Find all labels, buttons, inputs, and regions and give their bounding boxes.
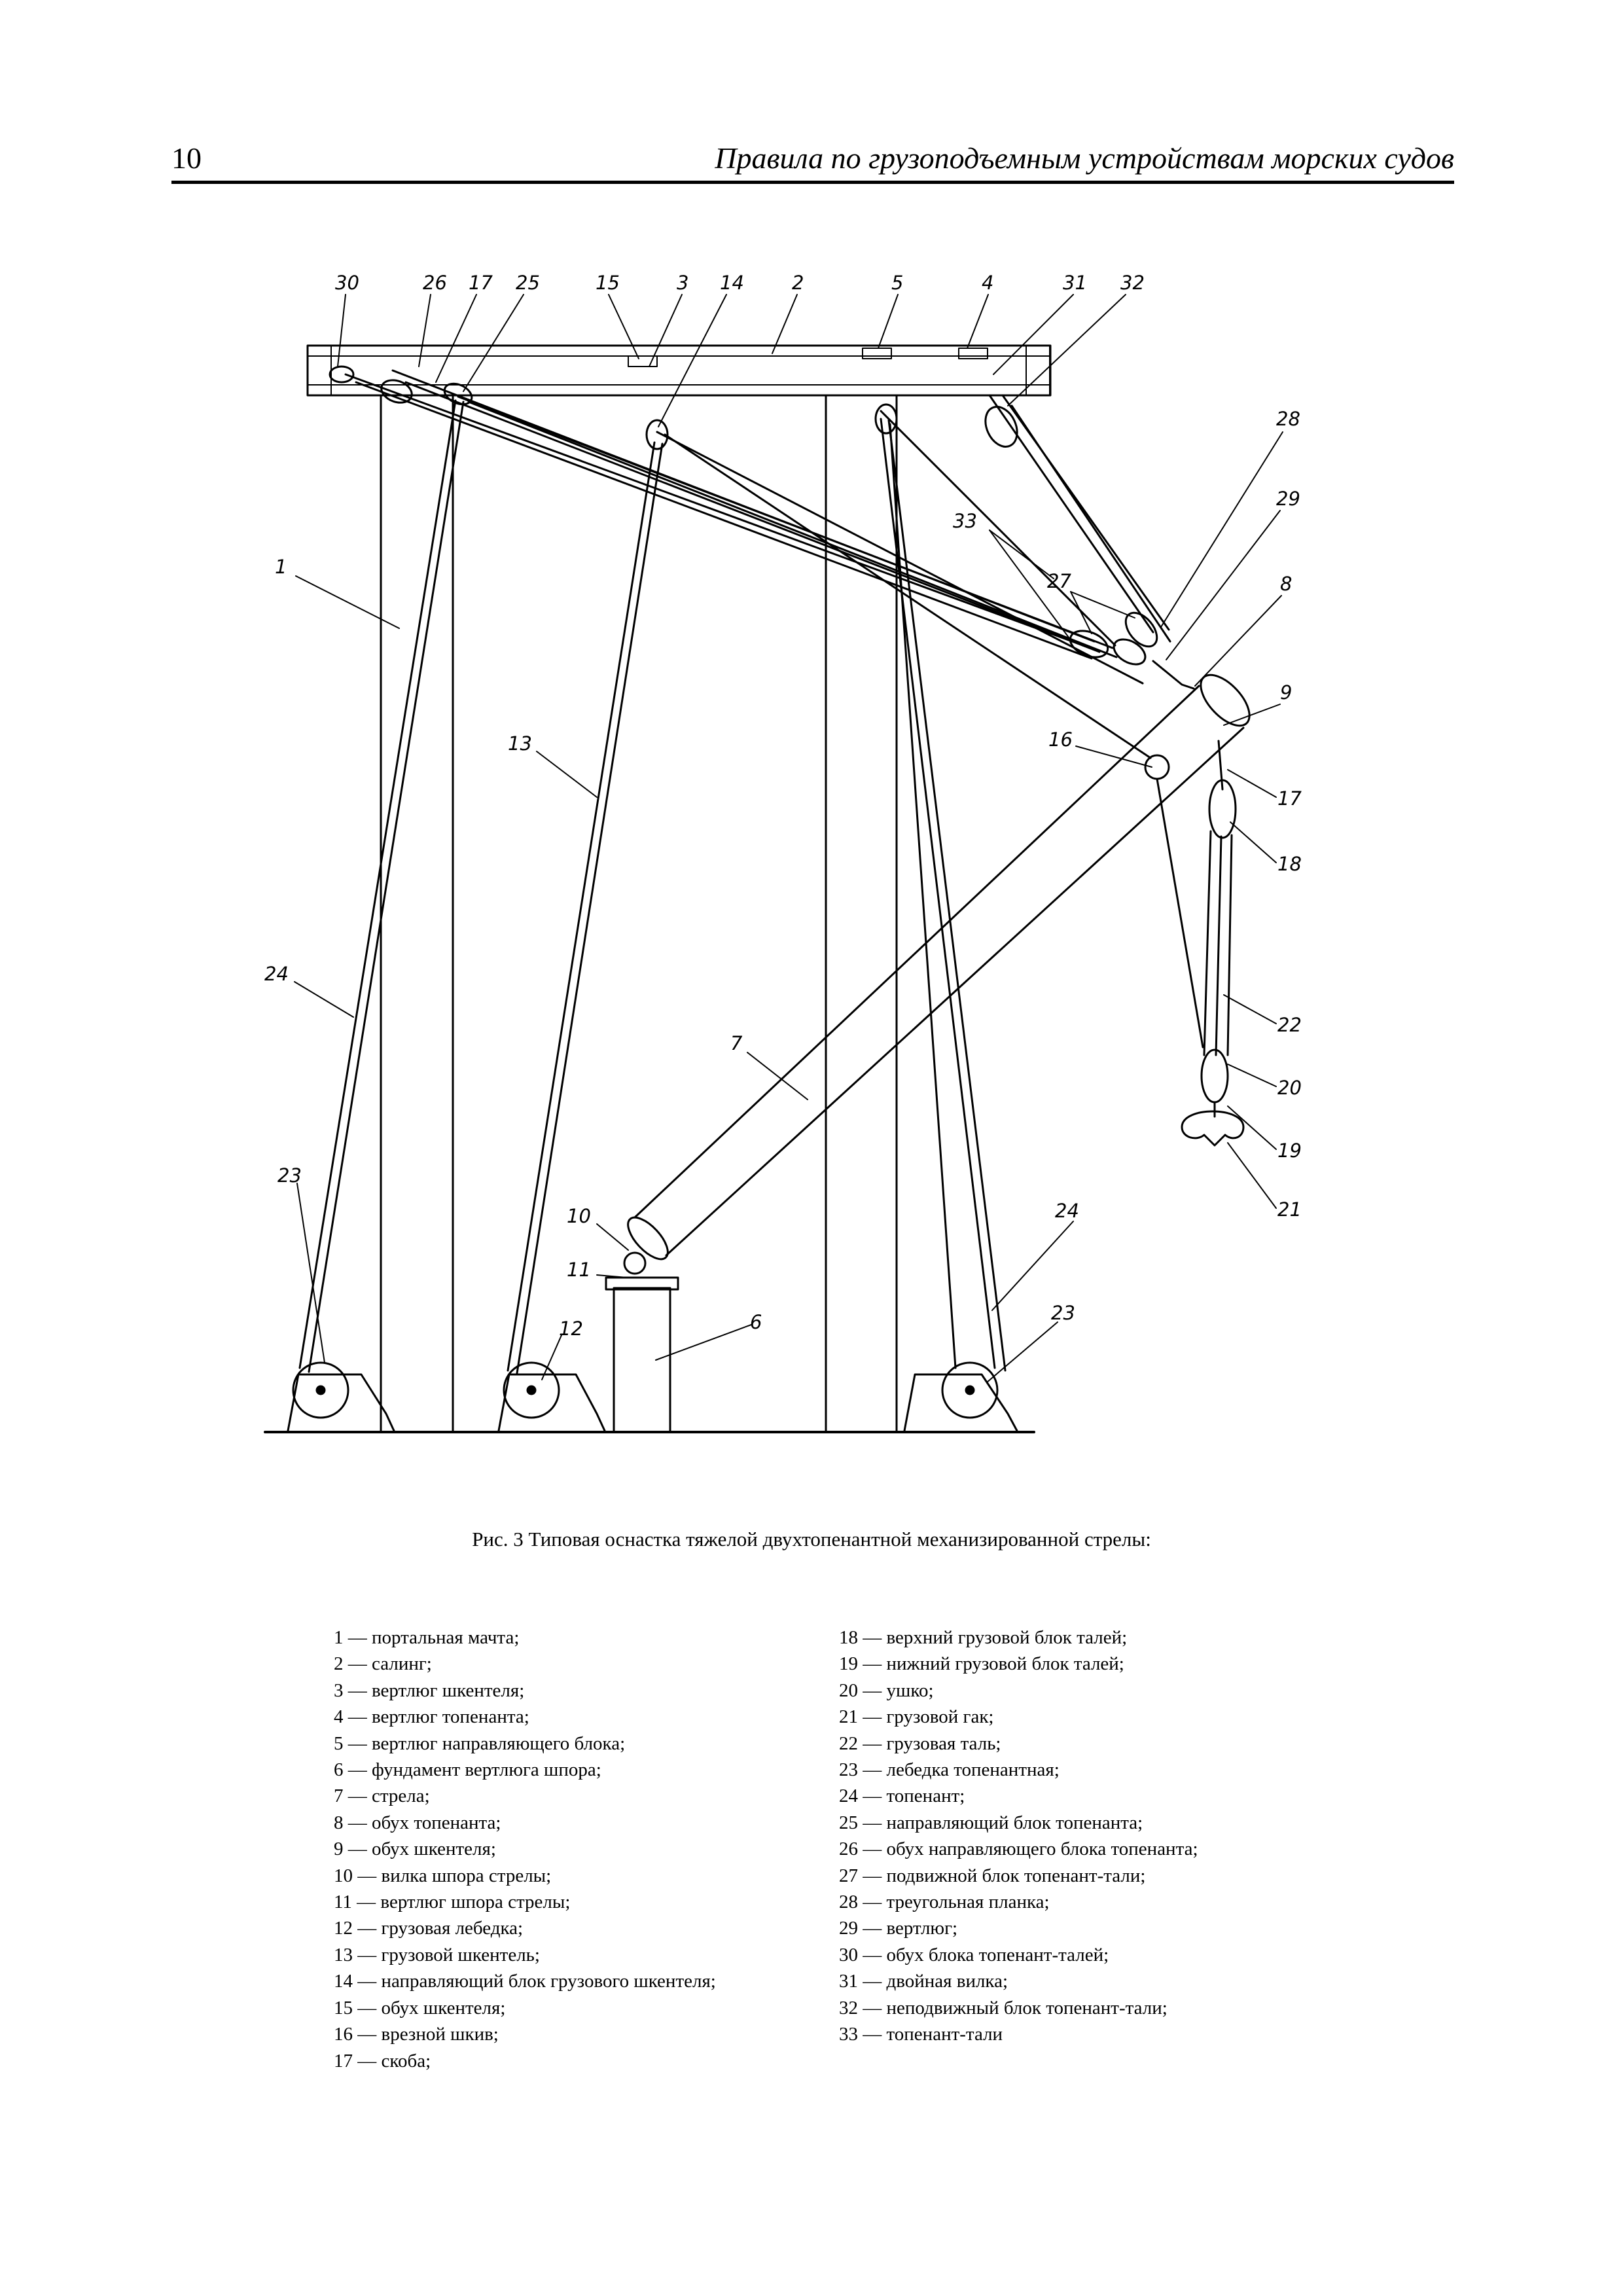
legend-item: 33 — топенант-тали bbox=[839, 2024, 1003, 2045]
legend-item: 28 — треугольная планка; bbox=[839, 1892, 1050, 1913]
callout-5: 5 bbox=[891, 272, 903, 294]
heel-foundation bbox=[605, 1251, 679, 1433]
lines-to-winches bbox=[298, 399, 1152, 1374]
legend-item: 27 — подвижной блок топенант-тали; bbox=[839, 1865, 1146, 1886]
callout-25: 25 bbox=[516, 272, 540, 294]
page-number: 10 bbox=[171, 141, 202, 175]
legend-item: 22 — грузовая таль; bbox=[839, 1732, 1001, 1754]
callout-16: 16 bbox=[1048, 728, 1073, 751]
callout-23b: 23 bbox=[1051, 1302, 1075, 1324]
callout-26: 26 bbox=[423, 272, 447, 294]
legend-item: 18 — верхний грузовой блок талей; bbox=[839, 1627, 1128, 1648]
callout-9: 9 bbox=[1280, 681, 1292, 704]
legend-item: 11 — вертлюг шпора стрелы; bbox=[334, 1892, 571, 1913]
legend-left-column: 1 — портальная мачта; 2 — салинг; 3 — ве… bbox=[334, 1624, 716, 2074]
callout-27: 27 bbox=[1047, 570, 1071, 592]
callout-3: 3 bbox=[677, 272, 688, 294]
callout-10: 10 bbox=[567, 1205, 591, 1227]
winches bbox=[287, 1361, 1018, 1432]
callout-21: 21 bbox=[1277, 1198, 1302, 1221]
callout-32: 32 bbox=[1120, 272, 1145, 294]
crosstree-blocks bbox=[329, 348, 1018, 450]
legend-item: 12 — грузовая лебедка; bbox=[334, 1918, 524, 1939]
legend-item: 5 — вертлюг направляющего блока; bbox=[334, 1732, 626, 1754]
legend-item: 7 — стрела; bbox=[334, 1785, 430, 1807]
legend-item: 25 — направляющий блок топенанта; bbox=[839, 1812, 1143, 1833]
legend-item: 30 — обух блока топенант-талей; bbox=[839, 1944, 1109, 1965]
legend-item: 6 — фундамент вертлюга шпора; bbox=[334, 1759, 601, 1781]
callout-leaders bbox=[294, 294, 1283, 1383]
cargo-boom bbox=[627, 673, 1251, 1261]
legend-item: 8 — обух топенанта; bbox=[334, 1812, 501, 1833]
legend-item: 3 — вертлюг шкентеля; bbox=[334, 1679, 525, 1701]
legend-item: 10 — вилка шпора стрелы; bbox=[334, 1865, 552, 1886]
legend-item: 17 — скоба; bbox=[334, 2050, 431, 2072]
callout-22: 22 bbox=[1277, 1014, 1302, 1036]
callout-19: 19 bbox=[1277, 1139, 1302, 1162]
cargo-tackle bbox=[1156, 740, 1245, 1147]
callout-28: 28 bbox=[1276, 408, 1300, 430]
legend-item: 9 — обух шкентеля; bbox=[334, 1839, 496, 1860]
legend-item: 15 — обух шкентеля; bbox=[334, 1997, 506, 2018]
callout-31: 31 bbox=[1063, 272, 1087, 294]
callout-20: 20 bbox=[1277, 1077, 1302, 1099]
running-title: Правила по грузоподъемным устройствам мо… bbox=[715, 141, 1454, 175]
legend-right-column: 18 — верхний грузовой блок талей; 19 — н… bbox=[839, 1624, 1198, 2048]
legend-item: 2 — салинг; bbox=[334, 1653, 432, 1675]
legend-item: 14 — направляющий блок грузового шкентел… bbox=[334, 1971, 716, 1992]
callout-33: 33 bbox=[953, 510, 977, 532]
callout-7: 7 bbox=[730, 1032, 743, 1054]
callout-2: 2 bbox=[792, 272, 804, 294]
callout-24b: 24 bbox=[1055, 1200, 1079, 1222]
legend-item: 31 — двойная вилка; bbox=[839, 1971, 1008, 1992]
callout-18: 18 bbox=[1277, 853, 1302, 875]
legend-item: 21 — грузовой гак; bbox=[839, 1706, 994, 1728]
callout-15: 15 bbox=[596, 272, 620, 294]
callout-6: 6 bbox=[750, 1311, 762, 1333]
legend-item: 1 — портальная мачта; bbox=[334, 1627, 520, 1648]
crosstree-beam bbox=[306, 344, 1052, 397]
callout-17b: 17 bbox=[1277, 787, 1302, 810]
legend-item: 19 — нижний грузовой блок талей; bbox=[839, 1653, 1124, 1675]
legend-item: 29 — вертлюг; bbox=[839, 1918, 958, 1939]
callout-24: 24 bbox=[264, 963, 289, 985]
legend-item: 24 — топенант; bbox=[839, 1785, 965, 1807]
legend-item: 32 — неподвижный блок топенант-тали; bbox=[839, 1997, 1168, 2018]
callout-1: 1 bbox=[275, 556, 287, 578]
callout-23: 23 bbox=[277, 1164, 302, 1187]
callout-numbers: 30 26 17 25 15 3 14 2 5 4 31 32 28 29 8 … bbox=[264, 272, 1302, 1340]
callout-30: 30 bbox=[335, 272, 359, 294]
callout-17: 17 bbox=[469, 272, 493, 294]
figure-caption: Рис. 3 Типовая оснастка тяжелой двухтопе… bbox=[472, 1528, 1151, 1551]
legend-item: 23 — лебедка топенантная; bbox=[839, 1759, 1060, 1781]
callout-29: 29 bbox=[1276, 488, 1300, 510]
portal-mast-columns bbox=[380, 394, 898, 1432]
callout-12: 12 bbox=[559, 1318, 583, 1340]
legend-item: 13 — грузовой шкентель; bbox=[334, 1944, 540, 1965]
legend-item: 16 — врезной шкив; bbox=[334, 2024, 499, 2045]
callout-8: 8 bbox=[1280, 573, 1292, 595]
callout-13: 13 bbox=[508, 732, 532, 755]
moving-blocks bbox=[1069, 611, 1195, 690]
legend-item: 4 — вертлюг топенанта; bbox=[334, 1706, 529, 1728]
topping-tackles bbox=[344, 369, 1171, 685]
legend-item: 20 — ушко; bbox=[839, 1679, 934, 1701]
callout-11: 11 bbox=[567, 1259, 591, 1281]
page-header: 10 Правила по грузоподъемным устройствам… bbox=[171, 139, 1454, 184]
callout-14: 14 bbox=[720, 272, 744, 294]
legend-item: 26 — обух направляющего блока топенанта; bbox=[839, 1839, 1198, 1860]
callout-4: 4 bbox=[982, 272, 993, 294]
